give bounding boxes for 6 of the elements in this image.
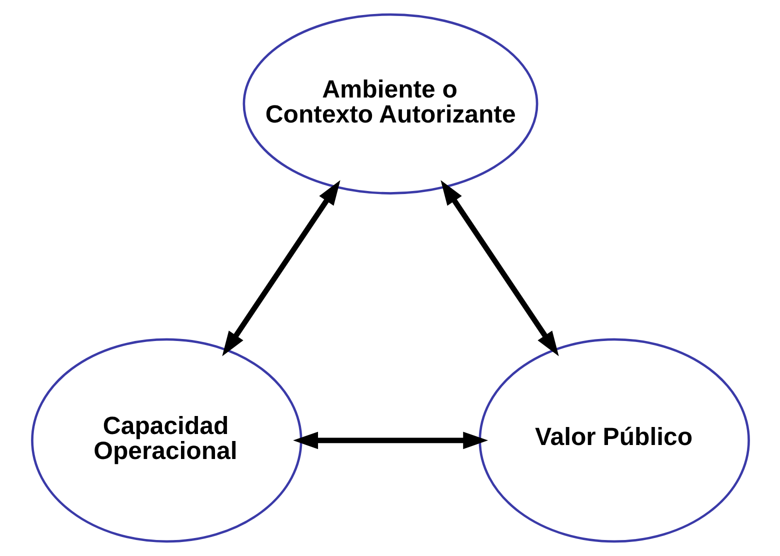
node-ellipse: Ambiente o Contexto Autorizante <box>242 13 538 194</box>
arrow <box>222 180 340 356</box>
node-ellipse: Capacidad Operacional <box>30 338 302 543</box>
node-ellipse: Valor Público <box>478 338 750 543</box>
arrow <box>292 432 488 450</box>
arrow <box>440 180 558 356</box>
